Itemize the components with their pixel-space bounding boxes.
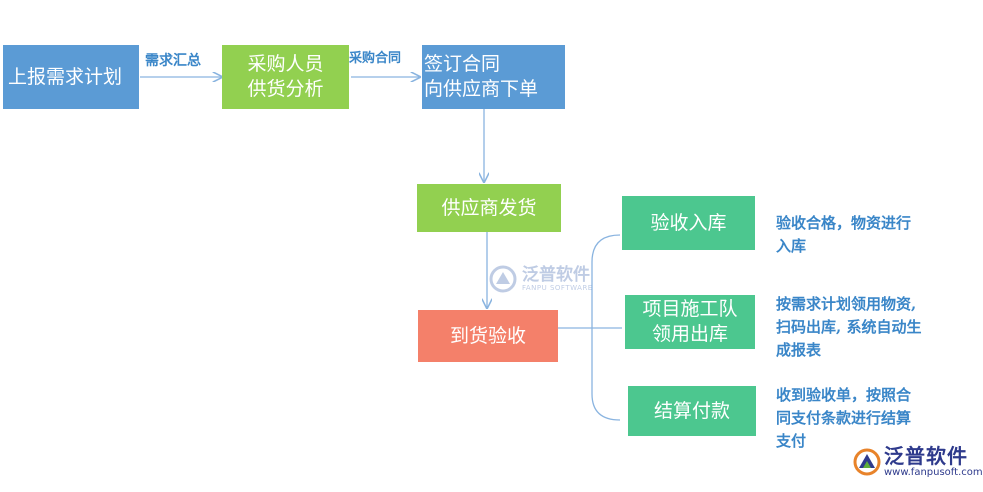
node-sign-contract-line1: 签订合同: [424, 53, 501, 75]
node-report-plan-label: 上报需求计划: [8, 65, 123, 88]
watermark-corner: 泛普软件 www.fanpusoft.com: [852, 445, 983, 478]
note-team-collect-line2: 扫码出库, 系统自动生: [776, 318, 922, 336]
note-settle-pay-line1: 收到验收单，按照合: [776, 386, 912, 404]
watermark-center-name: 泛普软件: [522, 265, 590, 285]
node-settle-pay: 结算付款: [628, 386, 756, 436]
node-supplier-ship: 供应商发货: [417, 184, 561, 232]
note-settle-pay: 收到验收单，按照合 同支付条款进行结算 支付: [776, 384, 911, 453]
note-team-collect-line1: 按需求计划领用物资,: [776, 295, 917, 313]
bracket-branches: [558, 234, 622, 421]
watermark-corner-name: 泛普软件: [884, 444, 968, 468]
node-arrival-inspection-label: 到货验收: [449, 324, 526, 347]
note-settle-pay-line3: 支付: [776, 432, 807, 450]
node-purchaser-analysis-line1: 采购人员: [247, 53, 324, 75]
note-team-collect-line3: 成报表: [776, 341, 822, 359]
node-report-plan: 上报需求计划: [3, 45, 139, 109]
note-team-collect: 按需求计划领用物资, 扫码出库, 系统自动生 成报表: [776, 293, 921, 362]
node-purchaser-analysis: 采购人员 供货分析: [222, 45, 349, 109]
node-team-collect-line2: 领用出库: [651, 323, 728, 345]
fanpu-logo-icon: [489, 265, 517, 293]
node-purchaser-analysis-line2: 供货分析: [247, 78, 324, 100]
node-team-collect: 项目施工队 领用出库: [625, 295, 755, 349]
note-accept-store: 验收合格，物资进行 入库: [776, 212, 911, 258]
fanpu-corner-logo-icon: [853, 448, 881, 475]
edge-label-purchase-contract: 采购合同: [349, 51, 402, 66]
node-arrival-inspection: 到货验收: [418, 310, 558, 362]
node-settle-pay-label: 结算付款: [653, 399, 730, 422]
watermark-corner-url: www.fanpusoft.com: [884, 467, 983, 478]
watermark-center: 泛普软件 FANPU SOFTWARE: [488, 264, 593, 294]
node-accept-store: 验收入库: [622, 196, 755, 250]
node-accept-store-label: 验收入库: [650, 211, 727, 234]
note-settle-pay-line2: 同支付条款进行结算: [776, 409, 912, 427]
watermark-center-sub: FANPU SOFTWARE: [522, 284, 593, 292]
node-supplier-ship-label: 供应商发货: [441, 196, 537, 219]
edge-label-demand-summary: 需求汇总: [145, 53, 201, 69]
node-team-collect-line1: 项目施工队: [642, 298, 738, 320]
note-accept-store-line1: 验收合格，物资进行: [776, 214, 912, 232]
note-accept-store-line2: 入库: [776, 237, 807, 255]
node-sign-contract-line2: 向供应商下单: [424, 78, 539, 100]
node-sign-contract: 签订合同 向供应商下单: [422, 45, 565, 109]
